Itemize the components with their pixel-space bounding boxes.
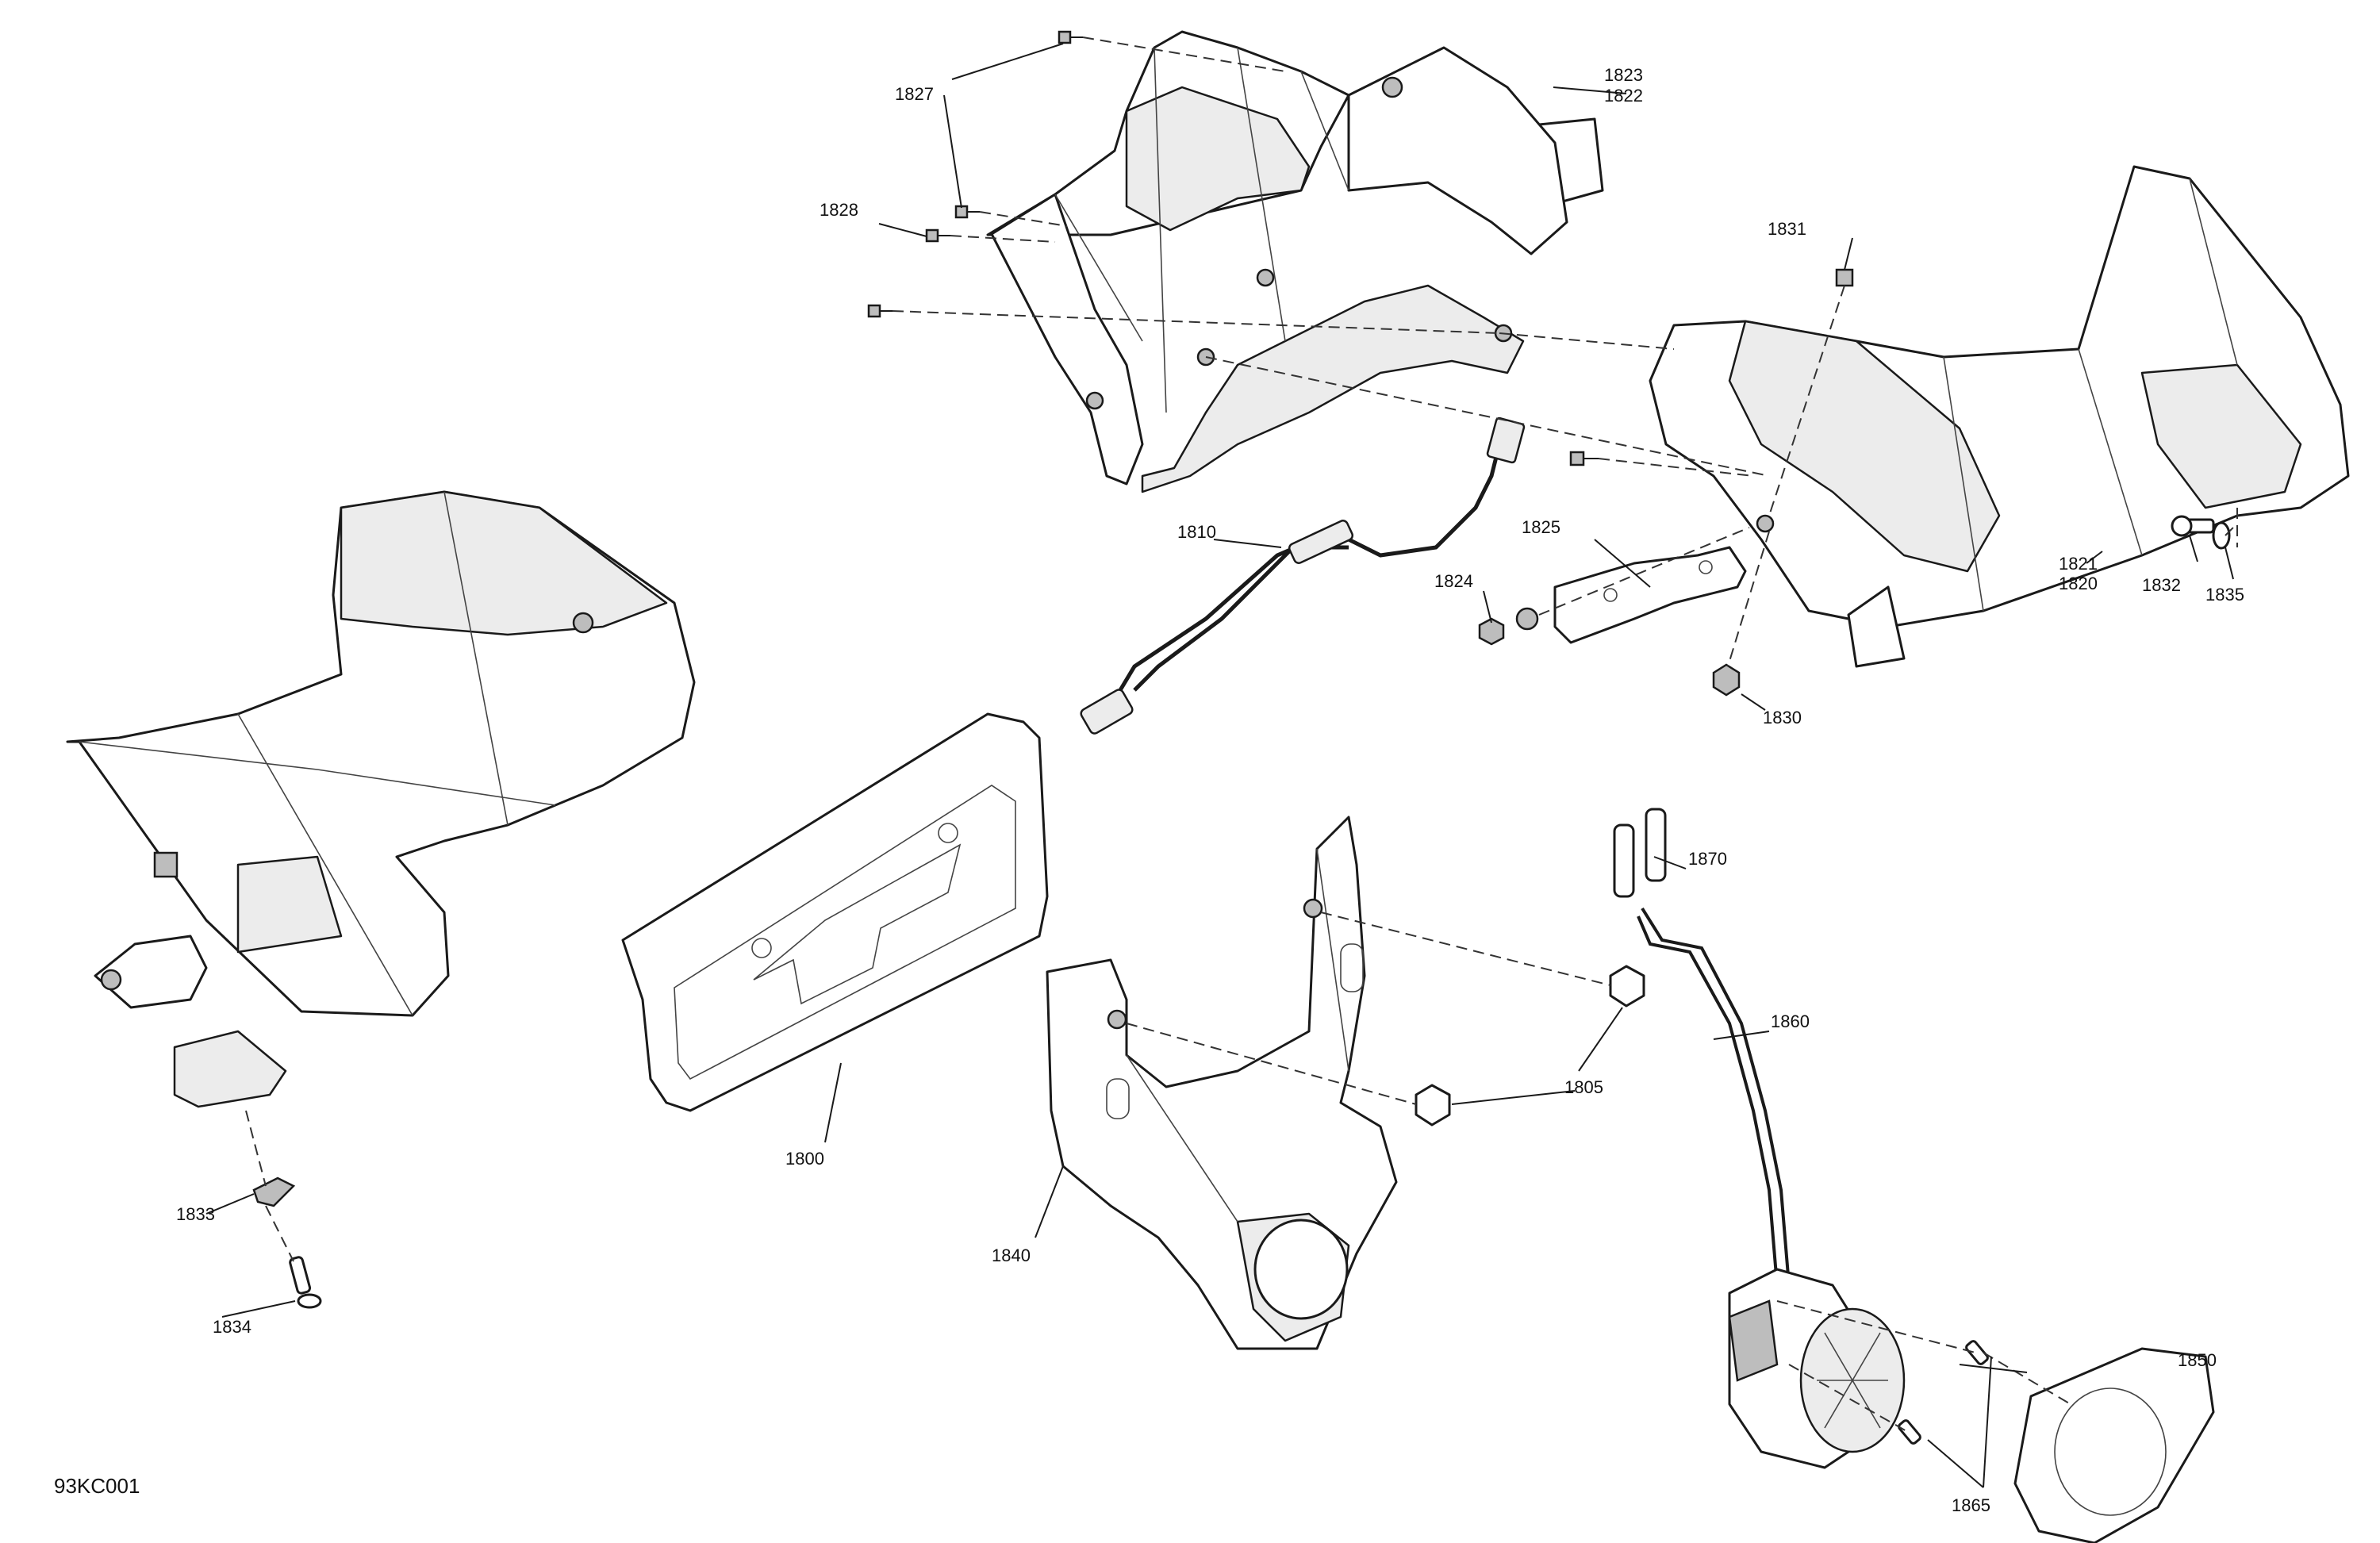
- upper-rear-fender-part: [986, 30, 1604, 493]
- rivet-1834: [289, 1256, 322, 1309]
- wiring-harness-part: [1080, 416, 1526, 735]
- nut-1830: [1712, 663, 1741, 697]
- license-light-part: [1728, 1268, 1906, 1469]
- screw-side-panel: [1569, 451, 1599, 466]
- assembly-lines: [245, 36, 2238, 1433]
- nut-1824: [1478, 607, 1539, 646]
- callout-leaders: [205, 43, 2234, 1488]
- bolt-1805-lower: [1415, 1084, 1451, 1127]
- diagram-reference-code: 93KC001: [54, 1474, 140, 1498]
- callout-1810: 1810: [1177, 522, 1216, 542]
- callout-1860: 1860: [1771, 1011, 1810, 1031]
- callout-1870: 1870: [1688, 849, 1727, 869]
- callout-labels: 1827 1828 1823 1822 1831 1810 1825 1824 …: [54, 65, 2244, 1515]
- callout-1833: 1833: [176, 1204, 215, 1224]
- callout-1828: 1828: [820, 200, 858, 220]
- spacer-tubes-part: [1613, 808, 1667, 898]
- screw-1828-lower: [867, 304, 892, 318]
- screw-1828-upper: [925, 228, 950, 243]
- screw-1831: [1835, 268, 1854, 287]
- screw-1827-lower: [954, 205, 980, 219]
- callout-1823: 1823: [1604, 65, 1643, 85]
- callout-1840: 1840: [992, 1246, 1031, 1265]
- callout-1835: 1835: [2205, 585, 2244, 605]
- callout-1824: 1824: [1434, 571, 1473, 591]
- callout-1820: 1820: [2059, 574, 2098, 593]
- washer-1835: [2212, 521, 2231, 550]
- screw-1827-upper: [1058, 30, 1083, 44]
- callout-1830: 1830: [1763, 708, 1802, 727]
- light-wire-part: [1637, 907, 1791, 1286]
- callout-1825: 1825: [1522, 517, 1560, 537]
- callout-1850: 1850: [2178, 1350, 2217, 1370]
- lower-fender-part: [66, 490, 696, 1108]
- callout-1831: 1831: [1768, 219, 1806, 239]
- license-plate-bracket-part: [1046, 816, 1398, 1350]
- screw-1865-upper: [1965, 1340, 1989, 1365]
- clip-1833: [252, 1176, 296, 1207]
- license-plate-gasket-part: [621, 712, 1049, 1112]
- bolt-1805-upper: [1609, 965, 1645, 1008]
- bolt-1832: [2171, 515, 2215, 537]
- light-cover-part: [2013, 1347, 2215, 1543]
- callout-1865: 1865: [1952, 1495, 1990, 1515]
- side-panel-part: [1649, 165, 2350, 668]
- callout-1827: 1827: [895, 84, 934, 104]
- bracket-1825-part: [1553, 546, 1747, 644]
- screw-1865-lower: [1898, 1419, 1921, 1445]
- callout-1822: 1822: [1604, 86, 1643, 106]
- callout-1805: 1805: [1564, 1077, 1603, 1097]
- callout-1834: 1834: [213, 1317, 251, 1337]
- callout-1832: 1832: [2142, 575, 2181, 595]
- callout-1800: 1800: [785, 1149, 824, 1169]
- callout-1821: 1821: [2059, 554, 2098, 574]
